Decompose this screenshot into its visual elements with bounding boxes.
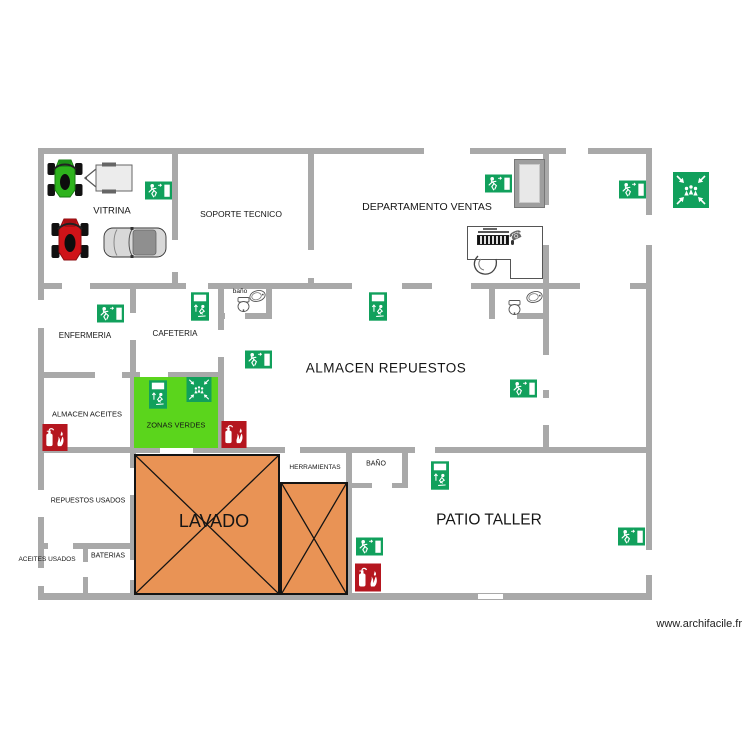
wall — [218, 313, 272, 319]
sink-icon[interactable] — [248, 288, 268, 304]
door-opening — [646, 550, 652, 575]
door-opening — [218, 330, 224, 357]
emergency-exit-icon[interactable] — [485, 174, 512, 193]
wall — [38, 372, 224, 378]
bathtub-icon[interactable] — [514, 159, 545, 208]
door-opening — [372, 483, 392, 488]
door-opening — [478, 594, 503, 599]
door-opening — [646, 215, 652, 245]
wall — [38, 283, 652, 289]
keyboard-icon — [477, 235, 509, 245]
emergency-exit-icon[interactable] — [510, 379, 537, 398]
emergency-exit-vertical-icon[interactable] — [431, 461, 449, 490]
trailer-icon[interactable] — [84, 162, 134, 194]
door-opening — [543, 205, 549, 245]
door-opening — [566, 148, 588, 154]
door-opening — [495, 313, 517, 319]
fire-extinguisher-icon[interactable] — [355, 563, 381, 592]
room-label-enfermeria: ENFERMERIA — [58, 331, 112, 340]
wall — [402, 447, 408, 488]
wall — [346, 447, 352, 599]
wall — [130, 283, 136, 599]
door-opening — [160, 447, 193, 453]
quad-bike-red-icon[interactable] — [51, 216, 89, 262]
door-opening — [308, 250, 314, 278]
room-label-almacen-aceites: ALMACEN ACEITES — [51, 409, 123, 419]
door-opening — [62, 283, 90, 289]
door-opening — [432, 283, 471, 289]
door-opening — [225, 313, 245, 319]
fire-extinguisher-icon[interactable] — [221, 421, 247, 448]
door-opening — [48, 543, 73, 549]
assembly-point-icon[interactable] — [186, 377, 212, 402]
office-desk-icon[interactable] — [467, 226, 544, 281]
room-label-zonas-verdes: ZONAS VERDES — [146, 420, 206, 430]
wall — [38, 447, 652, 453]
wall — [172, 148, 178, 289]
wall — [266, 283, 272, 319]
door-opening — [38, 568, 44, 586]
door-opening — [95, 372, 122, 378]
door-opening — [38, 300, 44, 328]
room-label-soporte-tecnico: SOPORTE TECNICO — [200, 208, 282, 219]
sink-icon[interactable] — [525, 289, 545, 305]
room-label-patio-taller: PATIO TALLER — [436, 511, 542, 529]
door-opening — [130, 468, 136, 495]
emergency-exit-icon[interactable] — [619, 180, 646, 199]
emergency-exit-icon[interactable] — [245, 350, 272, 369]
room-label-aceites-usados: ACEITES USADOS — [18, 555, 76, 563]
door-opening — [83, 562, 88, 577]
door-opening — [38, 490, 44, 517]
wall — [38, 148, 652, 154]
door-opening — [352, 283, 402, 289]
door-opening — [543, 355, 549, 390]
door-opening — [140, 372, 168, 378]
room-label-almacen-repuestos: ALMACEN REPUESTOS — [305, 360, 467, 376]
emergency-exit-vertical-icon[interactable] — [191, 292, 209, 321]
wall — [489, 313, 549, 319]
office-chair-icon[interactable] — [472, 252, 502, 278]
room-label-cafeteria: CAFETERIA — [152, 329, 198, 338]
wall — [646, 148, 652, 600]
emergency-exit-icon[interactable] — [618, 527, 645, 546]
emergency-exit-vertical-icon[interactable] — [369, 292, 387, 321]
lavado-area[interactable] — [134, 454, 280, 595]
door-opening — [130, 313, 136, 340]
toilet-icon[interactable] — [506, 300, 523, 316]
emergency-exit-icon[interactable] — [97, 304, 124, 323]
emergency-exit-icon[interactable] — [145, 181, 172, 200]
door-opening — [580, 283, 630, 289]
car-icon[interactable] — [103, 227, 167, 258]
wall — [218, 283, 224, 453]
lavado-area-2[interactable] — [280, 482, 348, 595]
emergency-exit-vertical-icon[interactable] — [149, 380, 167, 409]
emergency-exit-icon[interactable] — [356, 537, 383, 556]
room-label-lavado: LAVADO — [178, 511, 250, 531]
room-label-repuestos-usados: REPUESTOS USADOS — [50, 497, 126, 505]
door-opening — [186, 283, 208, 289]
wall — [308, 148, 314, 289]
wall — [38, 593, 652, 600]
room-label-vitrina: VITRINA — [93, 205, 131, 217]
watermark: www.archifacile.fr — [656, 618, 742, 630]
quad-bike-green-icon[interactable] — [47, 157, 83, 199]
room-label-departamento-ventas: DEPARTAMENTO VENTAS — [362, 200, 492, 213]
door-opening — [285, 447, 300, 453]
door-opening — [543, 398, 549, 425]
room-label-bano-planta: baño — [232, 287, 248, 295]
room-label-herramientas: HERRAMIENTAS — [289, 463, 341, 471]
mouse-icon — [511, 240, 514, 245]
room-label-bano-patio: BAÑO — [366, 460, 386, 468]
door-opening — [172, 240, 178, 272]
fire-extinguisher-icon[interactable] — [42, 424, 68, 451]
door-opening — [424, 148, 470, 154]
door-opening — [415, 447, 435, 453]
assembly-point-icon[interactable] — [673, 172, 709, 208]
door-opening — [130, 560, 136, 580]
room-label-baterias: BATERIAS — [90, 552, 126, 560]
wall — [489, 283, 495, 319]
